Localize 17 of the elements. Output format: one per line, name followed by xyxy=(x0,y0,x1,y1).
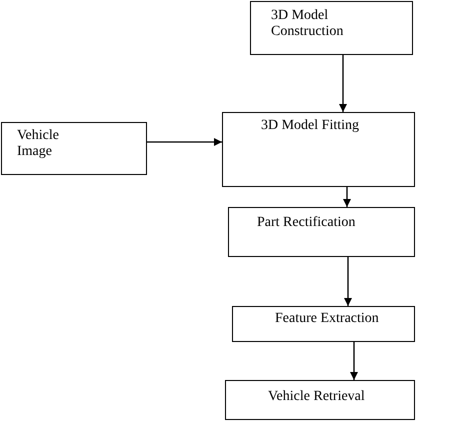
arrow xyxy=(147,138,222,146)
process-box xyxy=(232,306,415,342)
arrow xyxy=(343,187,351,207)
process-box xyxy=(250,1,413,55)
box-label: 3D Model Fitting xyxy=(261,118,360,134)
box-label: Vehicle Retrieval xyxy=(268,389,366,405)
process-box xyxy=(225,380,415,420)
process-box xyxy=(228,207,415,257)
arrow xyxy=(350,342,358,380)
process-box xyxy=(1,122,147,175)
arrow xyxy=(344,257,352,306)
box-label: Vehicle Image xyxy=(17,128,60,160)
process-box xyxy=(222,112,415,187)
box-label: Feature Extraction xyxy=(275,311,380,327)
arrow xyxy=(339,55,347,112)
box-label: Part Rectification xyxy=(257,215,356,231)
box-label: 3D Model Construction xyxy=(271,8,344,40)
